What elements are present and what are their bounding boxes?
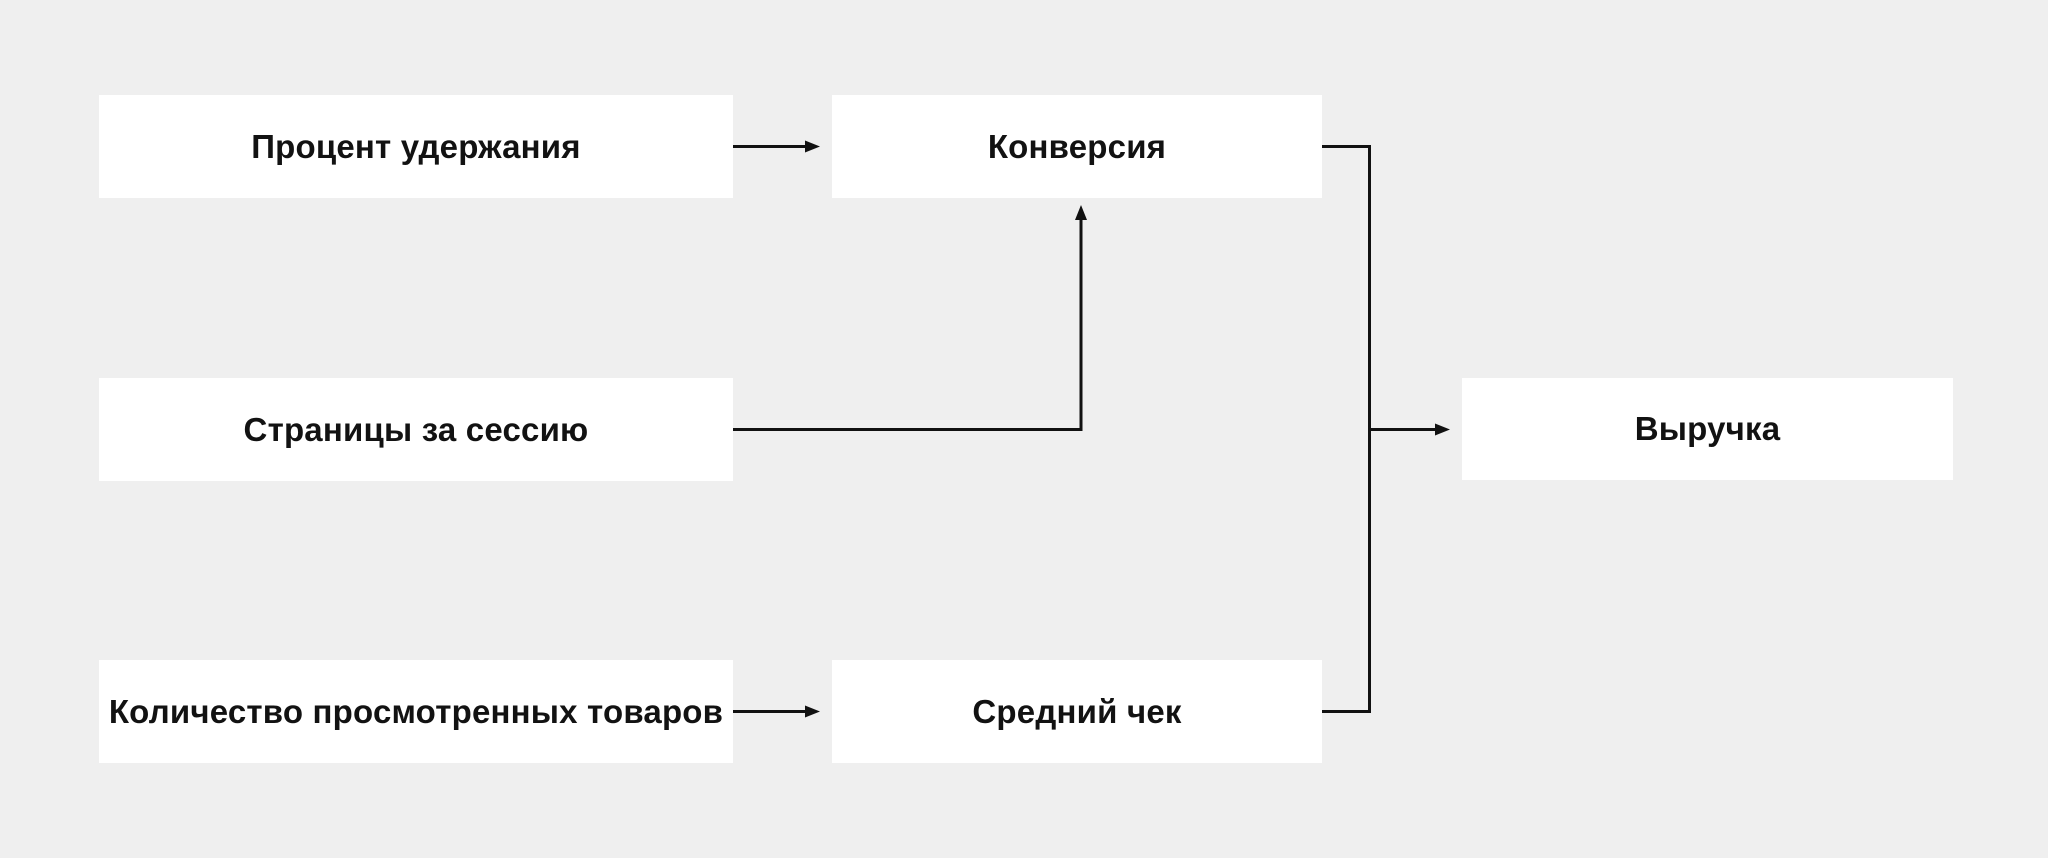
connector-conversion-and-check-merge bbox=[1322, 145, 1371, 713]
node-average-check-label: Средний чек bbox=[972, 692, 1182, 730]
arrow-pages-to-conversion bbox=[733, 205, 1087, 431]
node-viewed-products-count[interactable]: Количество просмотренных товаров bbox=[99, 660, 733, 763]
node-pages-per-session[interactable]: Страницы за сессию bbox=[99, 378, 733, 481]
node-conversion[interactable]: Конверсия bbox=[832, 95, 1322, 198]
node-revenue[interactable]: Выручка bbox=[1462, 378, 1953, 480]
node-revenue-label: Выручка bbox=[1634, 410, 1781, 447]
node-viewed-products-count-label: Количество просмотренных товаров bbox=[108, 692, 724, 730]
node-average-check[interactable]: Средний чек bbox=[832, 660, 1322, 763]
node-pages-per-session-label: Страницы за сессию bbox=[243, 410, 589, 448]
node-conversion-label: Конверсия bbox=[987, 127, 1167, 165]
node-retention-rate-label: Процент удержания bbox=[251, 127, 581, 165]
node-retention-rate[interactable]: Процент удержания bbox=[99, 95, 733, 198]
